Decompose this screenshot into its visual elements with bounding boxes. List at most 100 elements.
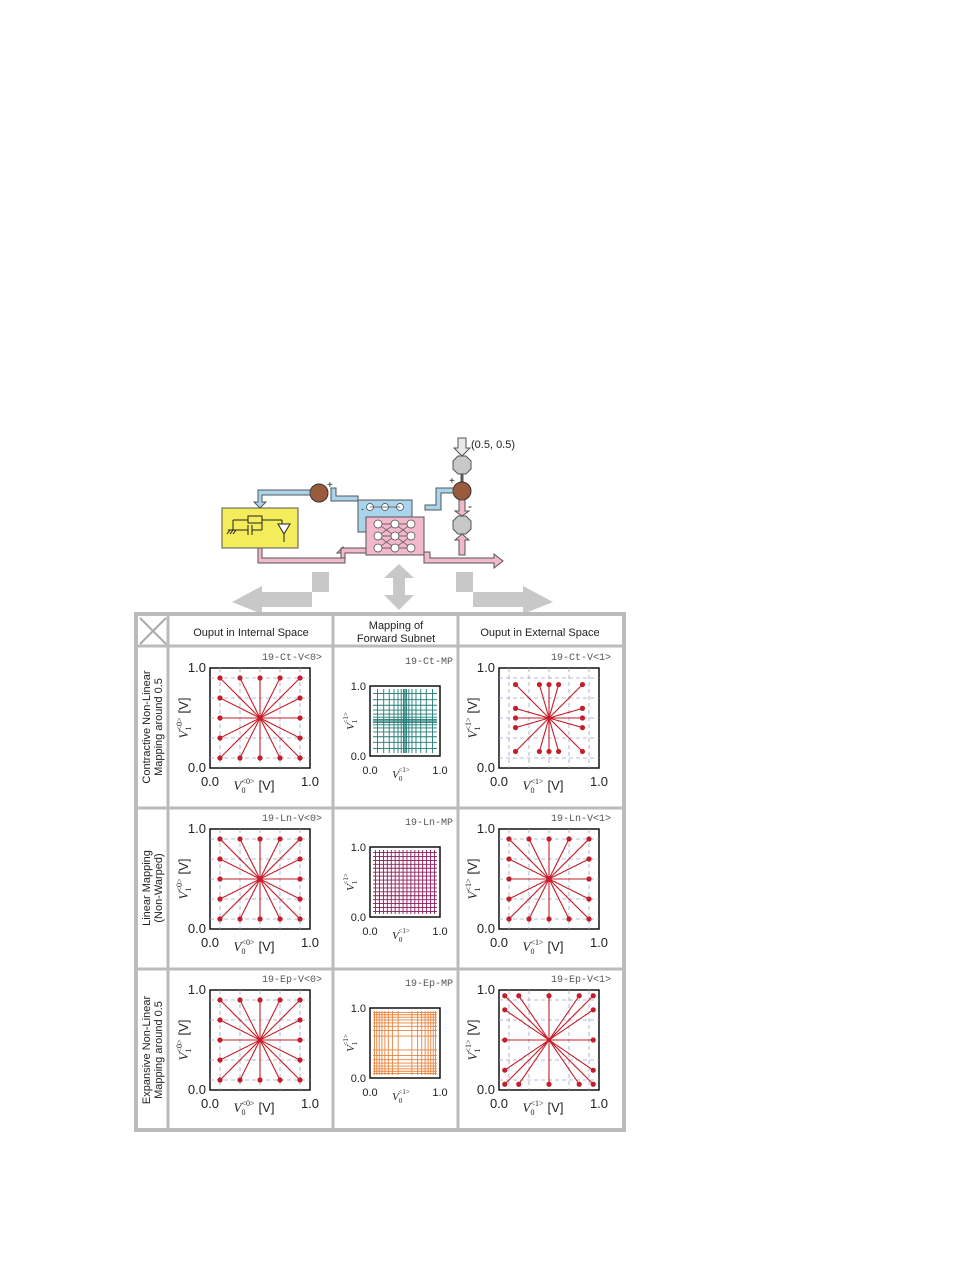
start-point	[257, 1077, 263, 1083]
corner-cross-icon	[139, 617, 167, 645]
trajectory-line	[219, 677, 261, 719]
start-point	[502, 1081, 508, 1087]
trajectory-line	[548, 878, 590, 920]
trajectory-line	[515, 707, 550, 719]
trajectory-line	[219, 999, 261, 1041]
x-tick-lo: 0.0	[201, 774, 219, 789]
start-point	[506, 876, 512, 882]
trajectory-line	[219, 878, 261, 900]
y-axis-label-text: V1<0>[V]	[175, 1020, 193, 1061]
plot-tag: 19-Ln-MP	[405, 818, 453, 829]
minus-sign-left: -	[361, 504, 364, 514]
y-tick-lo: 0.0	[477, 921, 495, 936]
y-tick-lo: 0.0	[477, 760, 495, 775]
start-point	[590, 1037, 596, 1043]
trajectory-line	[548, 1009, 594, 1041]
x-axis-label: V0<1>[V]	[523, 938, 564, 956]
start-point	[217, 836, 223, 842]
x-tick-hi: 1.0	[590, 774, 608, 789]
start-point	[277, 997, 283, 1003]
start-point	[257, 916, 263, 922]
x-axis-label: V0<0>[V]	[234, 938, 275, 956]
start-point	[277, 755, 283, 761]
plot-tag: 19-Ep-MP	[405, 979, 453, 990]
start-point	[277, 1077, 283, 1083]
start-point	[579, 715, 586, 721]
x-axis-label: V0<1>	[392, 927, 410, 944]
start-point	[217, 916, 223, 922]
trajectory-line	[504, 1009, 550, 1041]
start-point	[579, 725, 586, 731]
trajectory-line	[219, 717, 261, 759]
y-axis-label: V1<1>[V]	[464, 859, 482, 900]
feedback-arrow-upper	[453, 499, 471, 517]
y-axis-label: V1<1>[V]	[464, 1020, 482, 1061]
row-label-ct: Contractive Non-Linear Mapping around 0.…	[141, 670, 165, 783]
start-point	[506, 856, 512, 862]
input-arrow	[452, 437, 472, 457]
svg-text:(Non-Warped): (Non-Warped)	[153, 853, 165, 922]
y-axis-label: V1<1>	[342, 712, 359, 730]
start-point	[217, 1037, 223, 1043]
start-point	[237, 836, 243, 842]
start-point	[512, 725, 519, 731]
row-label-ep: Expansive Non-Linear Mapping around 0.5	[141, 996, 165, 1105]
x-tick-lo: 0.0	[490, 1096, 508, 1111]
trajectory-line	[259, 838, 301, 880]
error-path-blue	[424, 487, 454, 511]
y-axis-label-text: V1<1>	[342, 873, 359, 891]
trajectory-line	[219, 878, 261, 920]
start-point	[546, 916, 552, 922]
trajectory-line	[259, 858, 301, 880]
trajectory-line	[548, 717, 560, 752]
trajectory-line	[504, 995, 550, 1041]
y-axis-label-text: V1<1>[V]	[464, 1020, 482, 1061]
start-point	[546, 993, 552, 999]
y-axis-label: V1<0>[V]	[175, 698, 193, 739]
drive-arrow-blue	[252, 489, 311, 509]
trajectory-line	[528, 878, 550, 920]
start-point	[512, 705, 519, 711]
trajectory-line	[504, 1039, 550, 1071]
input-label: (0.5, 0.5)	[471, 439, 515, 451]
trajectory-line	[508, 858, 550, 880]
y-tick-hi: 1.0	[477, 982, 495, 997]
start-point	[217, 856, 223, 862]
start-point	[257, 755, 263, 761]
plot-frame	[369, 846, 441, 918]
trajectory-line	[259, 677, 301, 719]
trajectory-line	[548, 838, 570, 880]
start-point	[297, 1057, 303, 1063]
start-point	[536, 681, 542, 688]
start-point	[526, 836, 532, 842]
y-axis-label: V1<0>[V]	[175, 1020, 193, 1061]
start-point	[297, 1037, 303, 1043]
gray-arrow-left-shape	[232, 572, 329, 614]
y-tick-lo: 0.0	[188, 1082, 206, 1097]
start-point	[579, 748, 586, 755]
x-axis-label: V0<1>[V]	[523, 777, 564, 795]
start-point	[546, 836, 552, 842]
start-point	[237, 1077, 243, 1083]
start-point	[237, 997, 243, 1003]
row-label-ln: Linear Mapping (Non-Warped)	[141, 850, 165, 926]
trajectory-line	[259, 697, 301, 719]
y-tick-lo: 0.0	[188, 921, 206, 936]
y-tick-lo: 0.0	[351, 912, 366, 924]
feedback-arrow	[453, 533, 471, 556]
trajectory-line	[548, 995, 594, 1041]
start-point	[277, 836, 283, 842]
start-point	[297, 1017, 303, 1023]
y-tick-lo: 0.0	[351, 751, 366, 763]
x-tick-hi: 1.0	[590, 935, 608, 950]
trajectory-line	[239, 999, 261, 1041]
y-axis-label-text: V1<1>[V]	[464, 859, 482, 900]
start-point	[506, 836, 512, 842]
x-tick-hi: 1.0	[590, 1096, 608, 1111]
trajectory-line	[548, 1039, 580, 1085]
plot-frame	[369, 1007, 441, 1079]
x-tick-lo: 0.0	[362, 1087, 377, 1099]
y-axis-label-text: V1<0>[V]	[175, 859, 193, 900]
